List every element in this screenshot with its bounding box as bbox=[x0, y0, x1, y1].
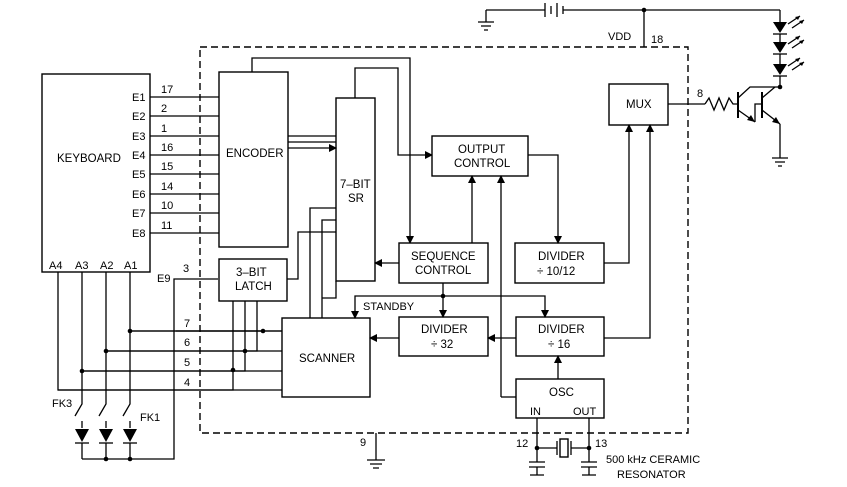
oscillator-block bbox=[515, 378, 605, 419]
scanner-pin-7: 7 bbox=[184, 318, 190, 330]
row-label: E5 bbox=[132, 169, 145, 181]
e9-label: E9 bbox=[157, 273, 170, 285]
row-pin: 11 bbox=[161, 220, 172, 232]
led-icon bbox=[773, 15, 805, 35]
row-label: E3 bbox=[132, 131, 145, 143]
resonator-label-2: RESONATOR bbox=[617, 469, 686, 481]
encoder-label: ENCODER bbox=[226, 148, 284, 160]
row-pin: 15 bbox=[161, 161, 173, 173]
keyboard-label: KEYBOARD bbox=[57, 153, 121, 165]
scanner-pins: 7 6 5 4 bbox=[58, 318, 282, 391]
latch-label-2: LATCH bbox=[235, 281, 272, 293]
standby-label: STANDBY bbox=[363, 301, 415, 313]
col-label-a2: A2 bbox=[100, 260, 113, 272]
row-label: E1 bbox=[132, 92, 145, 104]
output-control-label-1: OUTPUT bbox=[458, 144, 505, 156]
sr-label-2: SR bbox=[348, 193, 364, 205]
crystal-icon bbox=[556, 438, 572, 458]
osc-pin-13: 13 bbox=[595, 438, 607, 450]
output-control-label-2: CONTROL bbox=[454, 158, 511, 170]
darlington-transistor: 8 bbox=[668, 86, 788, 167]
divider-10-12-label-1: DIVIDER bbox=[538, 251, 585, 263]
row-pin: 1 bbox=[161, 123, 167, 135]
osc-out-label: OUT bbox=[573, 406, 597, 418]
row-pin: 10 bbox=[161, 200, 173, 212]
divider-32-label-2: ÷ 32 bbox=[431, 339, 453, 351]
sequence-control-label-1: SEQUENCE bbox=[411, 251, 476, 263]
row-label: E2 bbox=[132, 111, 145, 123]
col-label-a1: A1 bbox=[124, 260, 137, 272]
led-icon bbox=[773, 35, 805, 55]
shift-register-block bbox=[335, 97, 376, 282]
led-icon bbox=[773, 57, 805, 77]
mux-label: MUX bbox=[626, 99, 652, 111]
divider-16-label-2: ÷ 16 bbox=[548, 339, 570, 351]
divider-32-label-1: DIVIDER bbox=[421, 324, 468, 336]
latch-block bbox=[218, 258, 288, 302]
row-label: E4 bbox=[132, 150, 145, 162]
row-label: E7 bbox=[132, 208, 145, 220]
latch-label-1: 3–BIT bbox=[236, 267, 267, 279]
osc-pin-12: 12 bbox=[516, 438, 528, 450]
col-label-a4: A4 bbox=[49, 260, 62, 272]
scanner-pin-4: 4 bbox=[184, 377, 190, 389]
row-label: E6 bbox=[132, 189, 145, 201]
power-supply: VDD 18 bbox=[478, 3, 780, 47]
row-pin: 17 bbox=[161, 84, 173, 96]
divider-10-12-label-2: ÷ 10/12 bbox=[537, 266, 575, 278]
col-label-a3: A3 bbox=[75, 260, 88, 272]
mux-block bbox=[608, 83, 669, 126]
e9-pin: 3 bbox=[183, 263, 189, 275]
scanner-pin-6: 6 bbox=[184, 337, 190, 349]
function-keys: FK3 FK1 E9 3 bbox=[52, 263, 218, 462]
ground-pin: 9 bbox=[360, 433, 385, 469]
resonator-label-1: 500 kHz CERAMIC bbox=[606, 454, 700, 466]
resonator-circuit: 12 13 500 kHz CERAMIC RESONATOR bbox=[516, 418, 700, 481]
row-pin: 2 bbox=[161, 103, 167, 115]
divider-16-label-1: DIVIDER bbox=[538, 324, 585, 336]
row-label: E8 bbox=[132, 228, 145, 240]
chip-boundary bbox=[199, 46, 689, 434]
keyboard-block bbox=[41, 73, 151, 273]
encoder-block bbox=[218, 71, 289, 248]
vdd-label: VDD bbox=[608, 31, 631, 43]
led-string bbox=[773, 10, 805, 90]
scanner-label: SCANNER bbox=[299, 353, 355, 365]
mux-pin: 8 bbox=[697, 88, 703, 100]
scanner-pin-5: 5 bbox=[184, 357, 190, 369]
divider-32-block bbox=[398, 316, 489, 357]
fk3-label: FK3 bbox=[52, 398, 72, 410]
row-pin: 14 bbox=[161, 181, 173, 193]
osc-in-label: IN bbox=[530, 406, 541, 418]
row-pin: 16 bbox=[161, 142, 173, 154]
osc-label: OSC bbox=[549, 387, 574, 399]
sr-label-1: 7–BIT bbox=[340, 179, 371, 191]
sequence-control-block bbox=[398, 242, 489, 284]
gnd-pin: 9 bbox=[360, 437, 366, 449]
resistor-icon bbox=[704, 96, 738, 112]
battery-icon bbox=[540, 3, 573, 17]
vdd-pin: 18 bbox=[651, 34, 663, 46]
sequence-control-label-2: CONTROL bbox=[415, 265, 472, 277]
output-control-block bbox=[431, 135, 529, 177]
scanner-block bbox=[281, 317, 371, 398]
divider-16-block bbox=[515, 316, 605, 357]
fk1-label: FK1 bbox=[140, 412, 160, 424]
